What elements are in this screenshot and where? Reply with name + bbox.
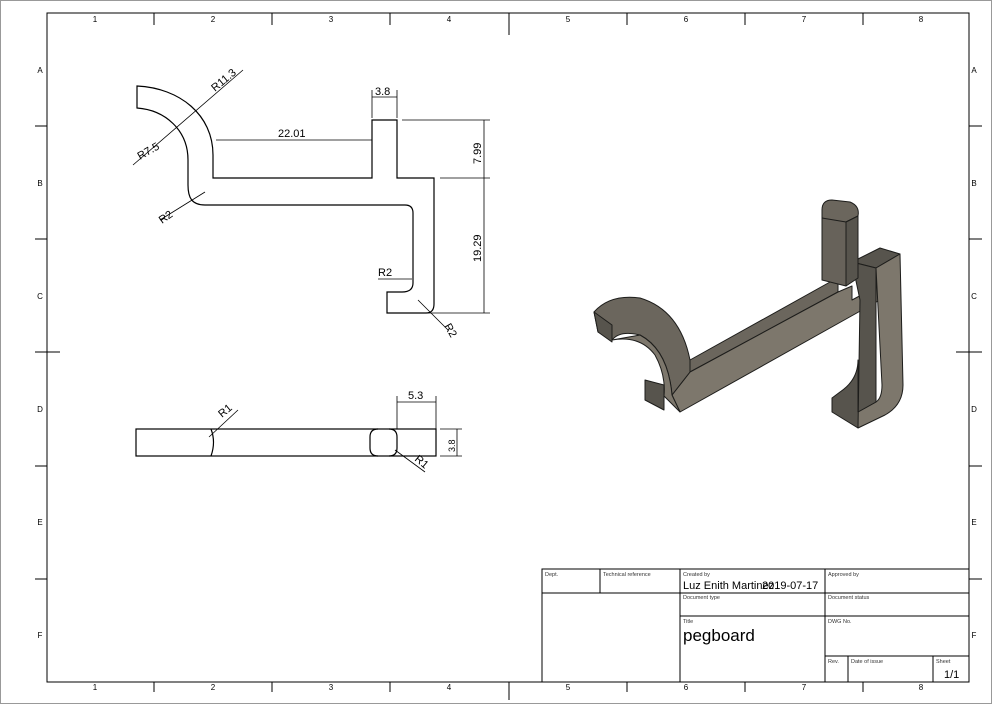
document-status-label: Document status [828,595,870,601]
hook-inner [831,261,877,429]
column-label: 2 [211,683,216,692]
column-label: 7 [802,683,807,692]
row-label: F [38,631,43,640]
row-label: B [37,179,42,188]
zone-ticks [35,13,982,700]
column-label: 5 [566,683,571,692]
created-by-value: Luz Enith Martinez [683,580,774,592]
dim-thickness: 3.8 [447,439,457,452]
technical-reference-label: Technical reference [603,572,651,578]
row-label: C [971,292,977,301]
document-type-label: Document type [683,595,720,601]
column-label: 1 [93,15,98,24]
peg-side [845,215,859,287]
dim-r-hook-inner: R2 [378,267,392,279]
row-label: A [37,66,43,75]
dim-hook-height: 19.29 [472,234,484,262]
column-label: 3 [329,15,334,24]
dimension-lines [208,396,462,473]
dim-peg-width: 3.8 [375,86,390,98]
drawing-title: pegboard [683,626,755,645]
dim-peg-height: 7.99 [472,143,484,164]
column-label: 7 [802,15,807,24]
part-outline [136,85,435,314]
peg-front [821,217,847,287]
row-label: C [37,292,43,301]
dim-width: 5.3 [408,390,423,402]
dept-label: Dept. [545,572,559,578]
column-label: 3 [329,683,334,692]
column-label: 8 [919,15,924,24]
row-label: D [37,405,43,414]
sheet-label: Sheet [936,659,951,665]
drawing-frame [46,12,970,683]
isometric-view [593,199,904,429]
sheet-value: 1/1 [944,669,959,681]
column-label: 6 [684,15,689,24]
dwg-no-label: DWG No. [828,619,852,625]
column-label: 2 [211,15,216,24]
row-label: A [971,66,977,75]
side-peg-edge [369,428,398,457]
row-label: E [37,518,42,527]
column-label: 6 [684,683,689,692]
row-label: B [971,179,976,188]
arc-top [593,296,691,396]
row-label: F [972,631,977,640]
row-label: E [971,518,976,527]
arc-base [644,379,665,411]
created-date: 2019-07-17 [762,580,818,592]
column-label: 1 [93,683,98,692]
column-label: 8 [919,683,924,692]
created-by-label: Created by [683,572,710,578]
title-block: Dept. Technical reference Created by Luz… [541,568,970,683]
side-view: R1 5.3 3.8 R1 [135,390,462,473]
top-view: R11.3 R7.5 R2 22.01 3.8 7.99 19.29 R2 R2 [132,67,490,340]
zone-labels: 1 2 3 4 5 6 7 8 1 2 3 4 5 6 7 8 A B C D … [37,15,977,692]
rev-label: Rev. [828,659,839,665]
title-label: Title [683,619,693,625]
side-edge [210,428,215,457]
date-of-issue-label: Date of issue [851,659,883,665]
row-label: D [971,405,977,414]
column-label: 4 [447,683,452,692]
column-label: 5 [566,15,571,24]
column-label: 4 [447,15,452,24]
dimension-lines [132,69,490,331]
side-outline [135,428,437,457]
arc-end [593,311,613,343]
approved-by-label: Approved by [828,572,859,578]
dim-length: 22.01 [278,128,306,140]
